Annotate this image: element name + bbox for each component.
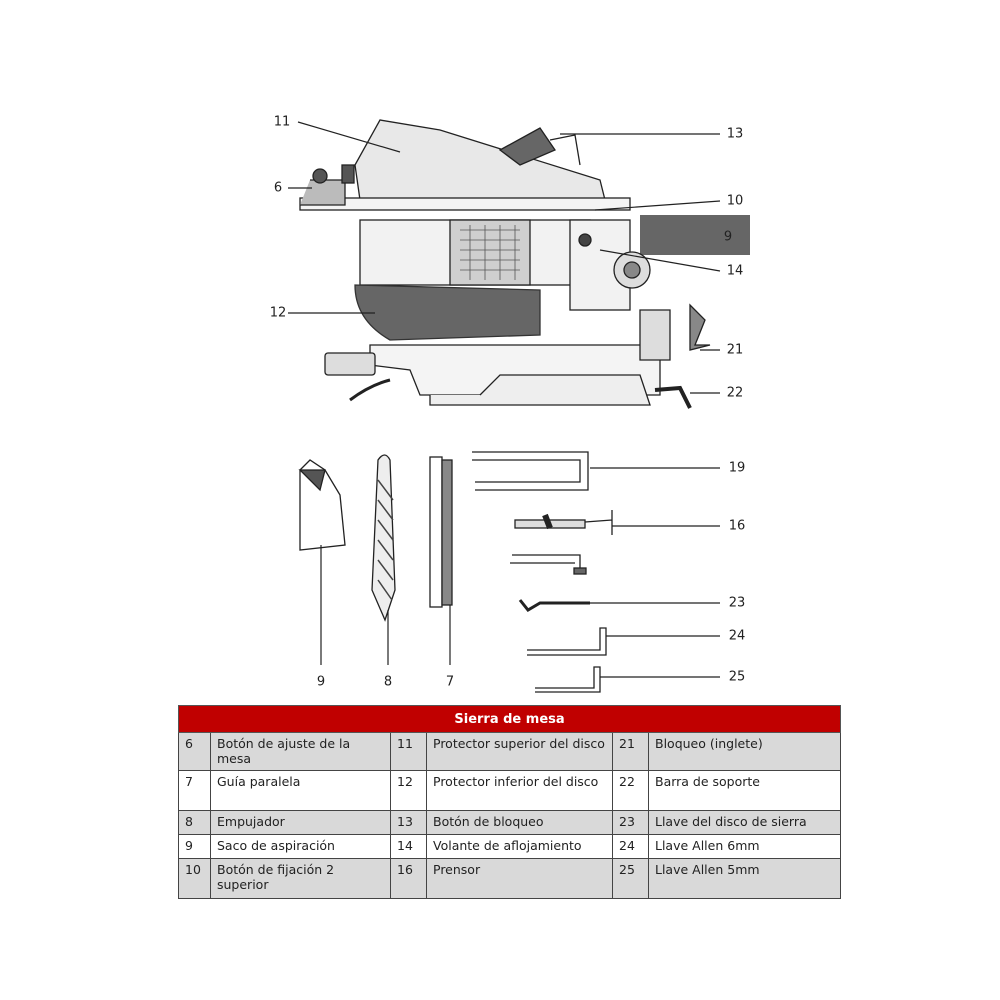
callout-9-bottom: 9: [316, 674, 326, 690]
callout-6: 6: [273, 180, 283, 196]
part-number: 6: [178, 732, 211, 771]
part-number: 13: [390, 810, 427, 835]
part-name: Volante de aflojamiento: [426, 834, 613, 859]
part-name: Empujador: [210, 810, 391, 835]
part-number: 22: [612, 770, 649, 811]
callout-22: 22: [726, 385, 744, 401]
part-name: Botón de ajuste de la mesa: [210, 732, 391, 771]
table-title: Sierra de mesa: [177, 705, 842, 733]
part-name: Barra de soporte: [647, 770, 842, 811]
saw-drawing: [298, 119, 750, 693]
callout-14: 14: [726, 263, 744, 279]
part-number: 25: [612, 858, 649, 899]
callout-16: 16: [728, 518, 746, 534]
part-name: Protector inferior del disco: [426, 770, 613, 811]
callout-24: 24: [728, 628, 746, 644]
part-name: Prensor: [426, 858, 613, 899]
part-name: Bloqueo (inglete): [647, 732, 842, 771]
callout-9-top: 9: [723, 229, 733, 245]
part-name: Llave Allen 6mm: [647, 834, 842, 859]
callout-25: 25: [728, 669, 746, 685]
callout-10: 10: [726, 193, 744, 209]
callout-13: 13: [726, 126, 744, 142]
part-number: 7: [178, 770, 211, 811]
part-name: Llave del disco de sierra: [647, 810, 842, 835]
part-number: 16: [390, 858, 427, 899]
part-name: Guía paralela: [210, 770, 391, 811]
part-name: Botón de bloqueo: [426, 810, 613, 835]
callout-12: 12: [269, 305, 287, 321]
part-number: 24: [612, 834, 649, 859]
part-number: 9: [178, 834, 211, 859]
part-number: 23: [612, 810, 649, 835]
part-number: 10: [178, 858, 211, 899]
part-number: 12: [390, 770, 427, 811]
part-name: Llave Allen 5mm: [647, 858, 842, 899]
callout-19: 19: [728, 460, 746, 476]
callout-7: 7: [445, 674, 455, 690]
callout-21: 21: [726, 342, 744, 358]
table-saw-diagram: [288, 119, 750, 693]
leader-lines: [288, 121, 721, 678]
callout-11: 11: [273, 114, 291, 130]
part-number: 21: [612, 732, 649, 771]
part-name: Protector superior del disco: [426, 732, 613, 771]
callout-8: 8: [383, 674, 393, 690]
part-number: 8: [178, 810, 211, 835]
part-name: Saco de aspiración: [210, 834, 391, 859]
part-name: Botón de fijación 2 superior: [210, 858, 391, 899]
callout-23: 23: [728, 595, 746, 611]
part-number: 14: [390, 834, 427, 859]
part-number: 11: [390, 732, 427, 771]
